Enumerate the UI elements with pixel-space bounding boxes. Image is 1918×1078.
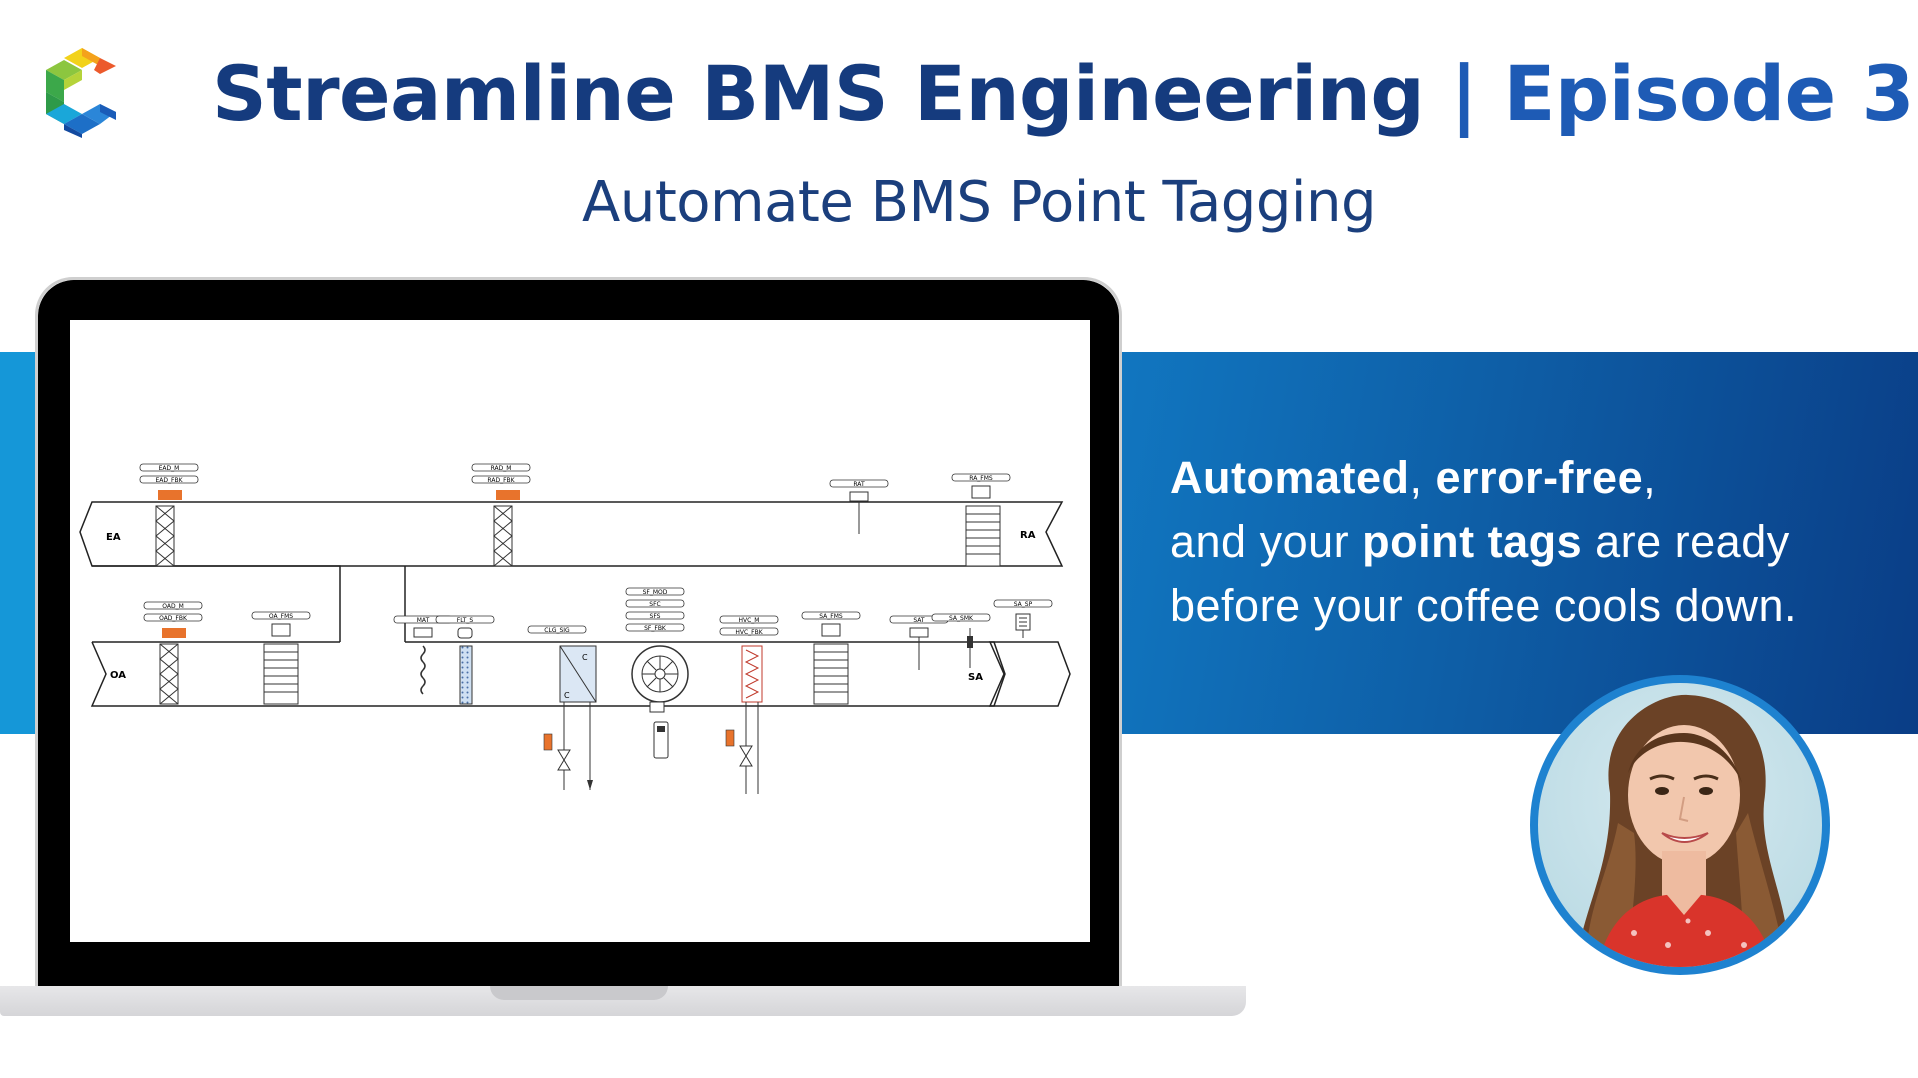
title-separator: | [1450, 49, 1478, 138]
ea-actuator [158, 490, 182, 500]
tag-rat: RAT [853, 481, 865, 488]
ahu-schematic: EA RA OA SA EAD_M EAD_FBK RAD_M RAD_FBK … [79, 463, 1071, 794]
banner-bold-point-tags: point tags [1362, 516, 1583, 567]
averaging-sensor [420, 645, 426, 695]
tag-sfc: SFC [649, 601, 660, 608]
tag-sf-mod: SF_MOD [643, 589, 668, 596]
info-banner [1121, 352, 1918, 734]
cube-logo-icon [46, 48, 116, 138]
tag-ead-fbk: EAD_FBK [155, 477, 183, 484]
duct-label-sa: SA [968, 672, 983, 683]
banner-bold-automated: Automated [1170, 452, 1410, 503]
presenter-illustration [1578, 694, 1788, 967]
tag-ra-fms: RA_FMS [969, 475, 993, 482]
sa-flow-station [813, 643, 849, 705]
tag-ead-m: EAD_M [159, 465, 180, 472]
tag-rad-fbk: RAD_FBK [487, 477, 515, 484]
title-main: Streamline BMS Engineering [212, 49, 1425, 138]
tag-hvc-fbk: HVC_FBK [735, 629, 763, 636]
return-duct [79, 501, 1064, 567]
tag-sa-smk: SA_SMK [949, 615, 974, 622]
oa-flow-station [263, 643, 299, 705]
banner-line2-end: are ready [1582, 516, 1790, 567]
banner-text: Automated, error-free, and your point ta… [1170, 446, 1900, 638]
banner-line2-start: and your [1170, 516, 1363, 567]
oa-actuator [162, 628, 186, 638]
laptop-notch [490, 986, 668, 1000]
laptop-screen: EA RA OA SA EAD_M EAD_FBK RAD_M RAD_FBK … [70, 320, 1090, 942]
tag-sat: SAT [913, 617, 925, 624]
ra-actuator [496, 490, 520, 500]
banner-comma: , [1409, 452, 1436, 503]
duct-label-ra: RA [1020, 530, 1036, 541]
supply-duct [90, 641, 1006, 707]
ra-flow-station [965, 505, 1001, 567]
banner-comma-end: , [1643, 452, 1657, 503]
duct-label-ea: EA [106, 532, 121, 543]
tag-sf-fbk: SF_FBK [644, 625, 667, 632]
presenter-avatar [1530, 675, 1830, 975]
coil-letter-top: C [582, 653, 588, 662]
tag-clg-sig: CLG_SIG [544, 627, 570, 634]
tag-oa-fms: OA_FMS [269, 613, 293, 620]
ea-damper [155, 505, 175, 567]
ra-damper [493, 505, 513, 567]
tag-hvc-m: HVC_M [739, 617, 760, 624]
banner-line-1: Automated, error-free, [1170, 446, 1900, 510]
tag-flt-s: FLT_S [457, 617, 474, 624]
banner-bold-error-free: error-free [1435, 452, 1644, 503]
tag-sfs: SFS [650, 613, 661, 620]
coil-letter-bottom: C [564, 691, 570, 700]
banner-line-2: and your point tags are ready [1170, 510, 1900, 574]
banner-line-3: before your coffee cools down. [1170, 580, 1798, 631]
tag-sa-sp: SA_SP [1014, 601, 1033, 608]
filter-bank [459, 645, 473, 705]
heating-coil [741, 645, 763, 703]
page-subtitle: Automate BMS Point Tagging [582, 170, 1376, 235]
tag-mat: MAT [417, 617, 430, 624]
duct-label-oa: OA [110, 670, 126, 681]
title-episode: Episode 3 [1503, 49, 1915, 138]
oa-damper [159, 643, 179, 705]
tag-sa-fms: SA_FMS [819, 613, 843, 620]
tag-oad-m: OAD_M [162, 603, 184, 610]
left-accent-strip [0, 352, 36, 734]
tag-oad-fbk: OAD_FBK [159, 615, 188, 622]
page-title: Streamline BMS Engineering | Episode 3 [212, 48, 1915, 140]
tag-rad-m: RAD_M [491, 465, 512, 472]
